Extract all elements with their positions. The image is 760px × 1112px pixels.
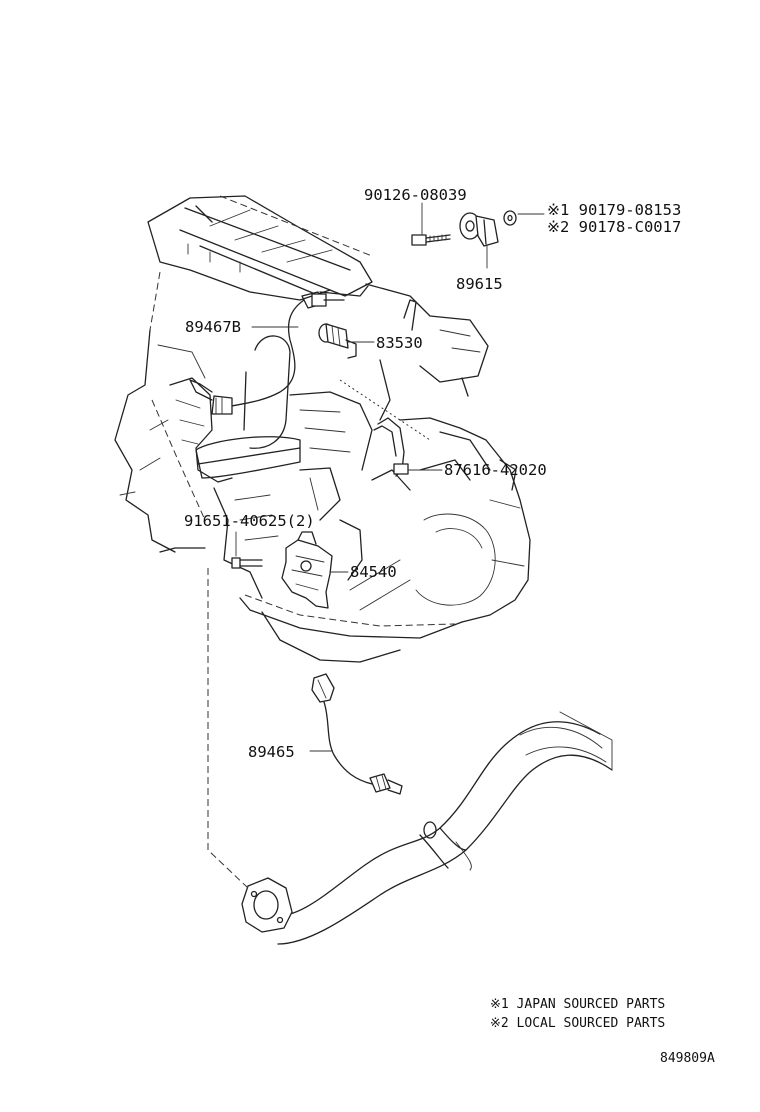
part-number-upper-oxygen-sensor: 89467B <box>185 318 241 336</box>
upper-oxygen-sensor-part <box>189 285 369 415</box>
note-local-sourced: ※2 LOCAL SOURCED PARTS <box>490 1016 665 1031</box>
part-number-bolt: 91651-40625(2) <box>184 512 315 530</box>
part-number-wire-clamp: 87616-42020 <box>444 461 547 479</box>
wire-clamp-part <box>373 417 409 477</box>
lower-oxygen-sensor-part <box>311 673 403 795</box>
part-number-oil-pressure-switch: 83530 <box>376 334 423 352</box>
bolt-part <box>231 557 263 569</box>
washer-part <box>503 210 517 226</box>
part-number-knock-sensor: 89615 <box>456 275 503 293</box>
oil-pressure-switch-part <box>318 323 357 359</box>
knock-sensor-part <box>459 212 499 247</box>
exhaust-pipe-illustration <box>241 711 613 945</box>
part-number-neutral-start-switch: 84540 <box>350 563 397 581</box>
engine-illustration <box>114 195 531 663</box>
neutral-start-switch-part <box>281 531 333 609</box>
figure-code: 849809A <box>660 1051 715 1066</box>
leader-lines <box>207 202 545 889</box>
part-number-lower-oxygen-sensor: 89465 <box>248 743 295 761</box>
part-number-stud-bolt: 90126-08039 <box>364 186 467 204</box>
part-number-washer-local: ※2 90178-C0017 <box>547 218 681 236</box>
part-number-washer-japan: ※1 90179-08153 <box>547 201 681 219</box>
note-japan-sourced: ※1 JAPAN SOURCED PARTS <box>490 997 665 1012</box>
stud-bolt-part <box>411 234 451 246</box>
